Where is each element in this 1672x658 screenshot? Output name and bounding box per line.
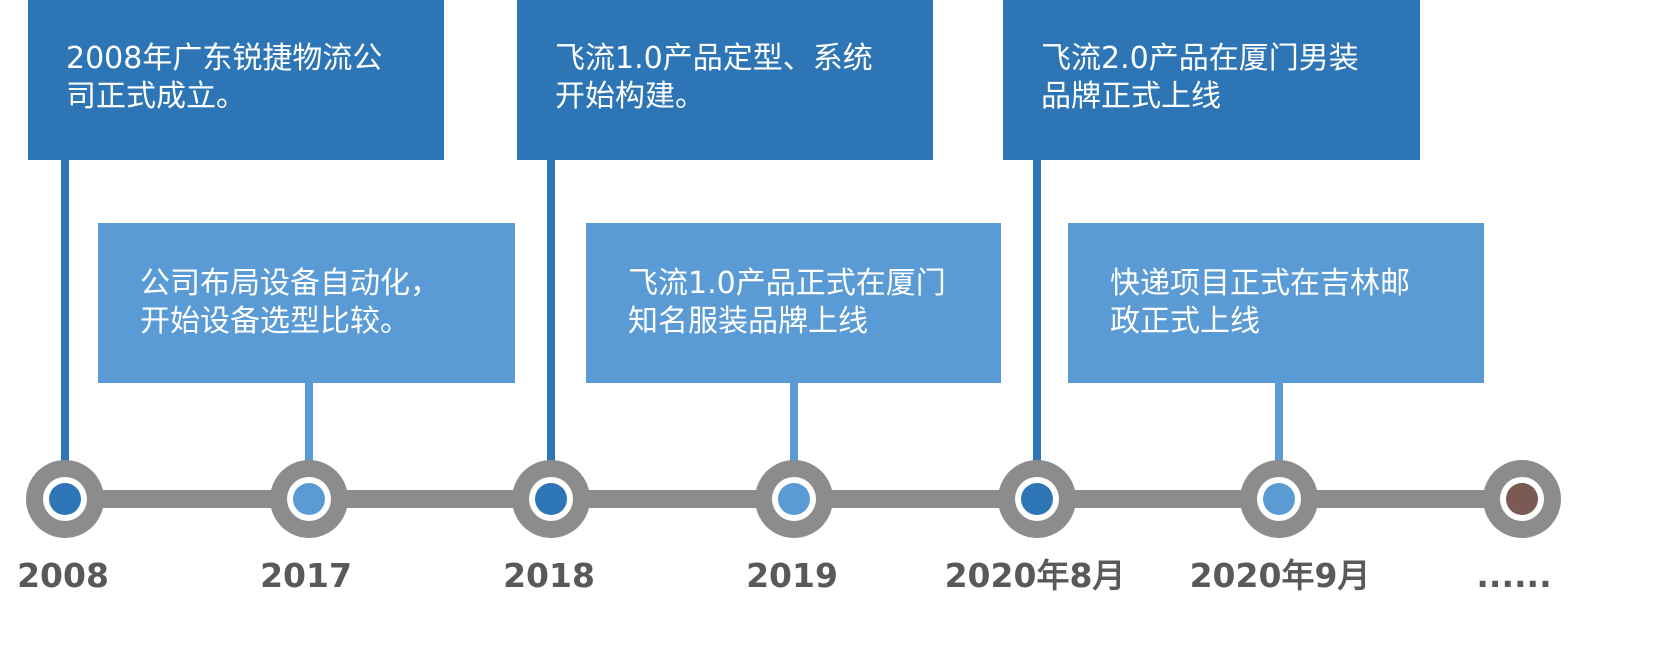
connector-2008	[61, 158, 69, 498]
node-2017	[270, 460, 348, 538]
year-label-2018: 2018	[503, 556, 595, 595]
year-label-2020-09: 2020年9月	[1189, 556, 1371, 595]
event-box-2018: 飞流1.0产品定型、系统 开始构建。	[517, 0, 933, 160]
node-2018	[512, 460, 590, 538]
year-label-2008: 2008	[17, 556, 109, 595]
connector-2020-09	[1275, 380, 1283, 498]
year-label-2017: 2017	[260, 556, 352, 595]
event-box-2017: 公司布局设备自动化， 开始设备选型比较。	[98, 223, 515, 383]
connector-2020-08	[1033, 158, 1041, 498]
event-box-2020-08: 飞流2.0产品在厦门男装 品牌正式上线	[1003, 0, 1420, 160]
node-2020-08	[998, 460, 1076, 538]
year-label-2020-08: 2020年8月	[944, 556, 1126, 595]
node-dot-end	[1506, 483, 1538, 515]
node-dot-2020-09	[1263, 483, 1295, 515]
node-dot-2019	[778, 483, 810, 515]
connector-2017	[305, 380, 313, 498]
node-dot-2018	[535, 483, 567, 515]
node-dot-2020-08	[1021, 483, 1053, 515]
event-text-2019: 飞流1.0产品正式在厦门 知名服装品牌上线	[628, 266, 946, 339]
event-box-2020-09: 快递项目正式在吉林邮 政正式上线	[1068, 223, 1484, 383]
event-box-2019: 飞流1.0产品正式在厦门 知名服装品牌上线	[586, 223, 1001, 383]
event-text-2018: 飞流1.0产品定型、系统 开始构建。	[555, 41, 873, 114]
node-end	[1483, 460, 1561, 538]
node-2008	[26, 460, 104, 538]
event-text-2008: 2008年广东锐捷物流公 司正式成立。	[66, 41, 383, 114]
event-text-2020-09: 快递项目正式在吉林邮 政正式上线	[1110, 266, 1410, 339]
node-dot-2017	[293, 483, 325, 515]
connector-2018	[547, 158, 555, 498]
event-text-2017: 公司布局设备自动化， 开始设备选型比较。	[140, 266, 440, 339]
event-text-2020-08: 飞流2.0产品在厦门男装 品牌正式上线	[1041, 41, 1359, 114]
year-label-2019: 2019	[746, 556, 838, 595]
node-2019	[755, 460, 833, 538]
connector-2019	[790, 380, 798, 498]
year-label-ellipsis: ......	[1476, 556, 1552, 595]
node-2020-09	[1240, 460, 1318, 538]
node-dot-2008	[49, 483, 81, 515]
event-box-2008: 2008年广东锐捷物流公 司正式成立。	[28, 0, 444, 160]
